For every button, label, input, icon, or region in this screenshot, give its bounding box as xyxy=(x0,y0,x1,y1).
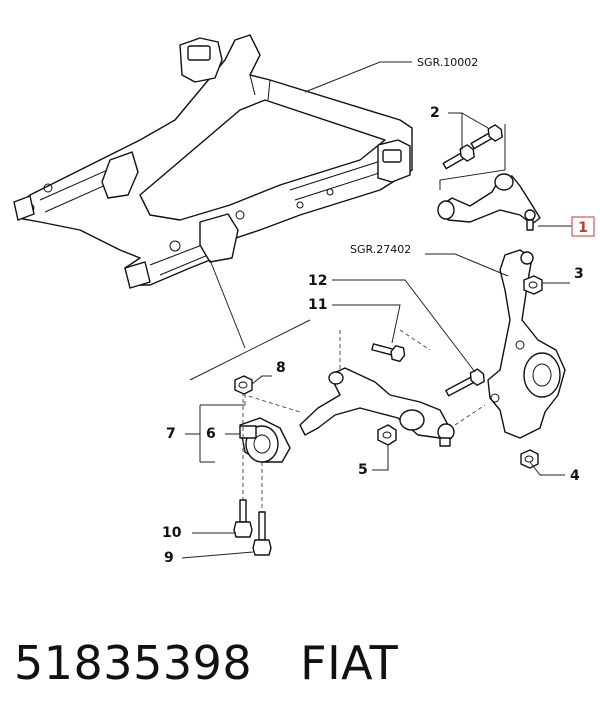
nut-8 xyxy=(234,375,253,395)
subframe-drawing xyxy=(13,34,413,289)
callout-10: 10 xyxy=(162,525,182,541)
nut-5 xyxy=(377,424,397,446)
nut-4 xyxy=(520,449,539,469)
callout-12: 12 xyxy=(308,273,327,289)
upper-arm-bolts xyxy=(442,124,503,170)
brand-name: FIAT xyxy=(300,636,399,690)
part-number: 51835398 xyxy=(14,636,253,690)
callout-1: 1 xyxy=(578,220,588,236)
callout-3: 3 xyxy=(574,266,584,282)
upper-control-arm xyxy=(437,173,541,231)
subframe-reference: SGR.10002 xyxy=(417,56,478,69)
bolt-12 xyxy=(445,368,485,397)
bolt-11 xyxy=(371,343,406,363)
part-number-bar: 51835398 FIAT xyxy=(14,628,586,698)
nut-3 xyxy=(523,275,543,295)
callout-9: 9 xyxy=(164,550,174,566)
knuckle-reference: SGR.27402 xyxy=(350,243,411,256)
steering-knuckle xyxy=(487,249,566,439)
exploded-parts-diagram: SGR.10002 1 2 SGR.27402 xyxy=(13,34,595,566)
callout-8: 8 xyxy=(276,360,286,376)
callout-1-box xyxy=(571,216,595,237)
callout-4: 4 xyxy=(570,468,580,484)
bolt-9 xyxy=(252,511,272,556)
lower-control-arm xyxy=(299,367,455,447)
bolt-10 xyxy=(233,499,253,538)
bushing xyxy=(239,417,291,463)
callout-7: 7 xyxy=(166,426,176,442)
callout-2: 2 xyxy=(430,105,440,121)
callout-6: 6 xyxy=(206,426,216,442)
callout-5: 5 xyxy=(358,462,368,478)
callout-11: 11 xyxy=(308,297,327,313)
